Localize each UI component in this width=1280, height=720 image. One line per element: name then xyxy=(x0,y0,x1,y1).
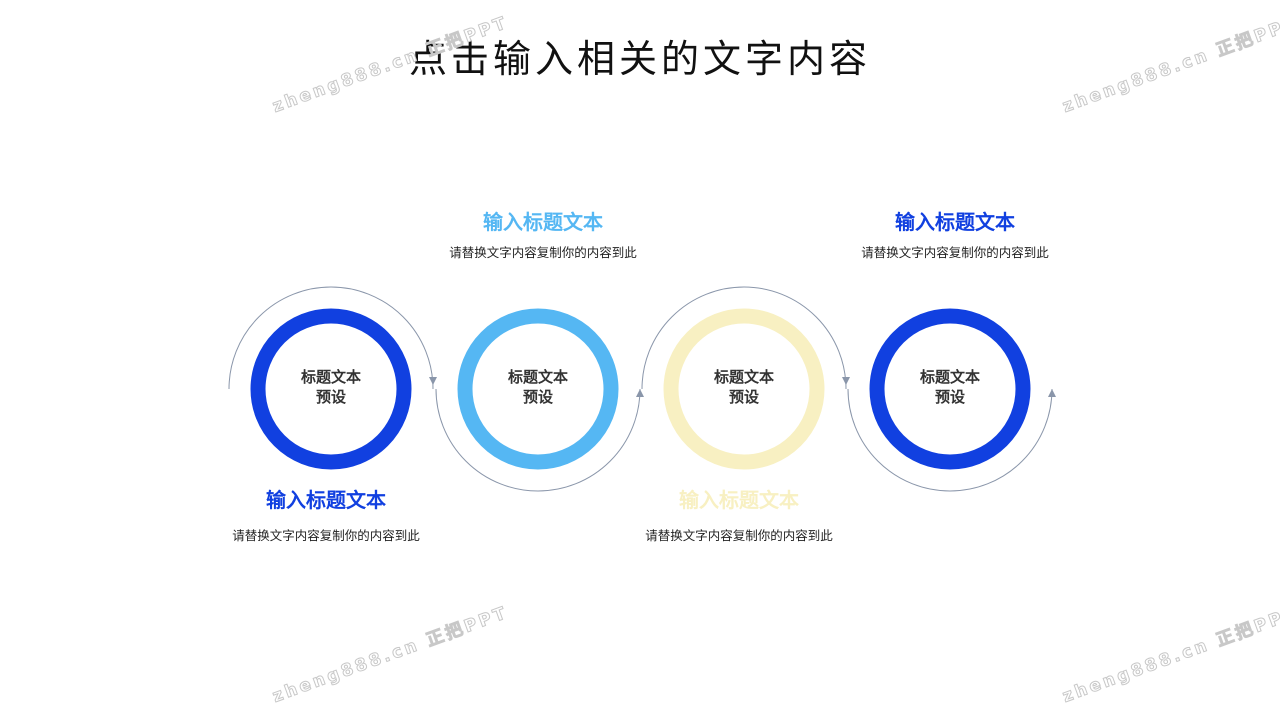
step-label-line1: 标题文本 xyxy=(919,368,980,386)
connector-arc xyxy=(641,286,847,390)
step-heading: 输入标题文本 xyxy=(679,488,799,512)
step-label-line2: 预设 xyxy=(728,388,759,406)
step-description: 请替换文字内容复制你的内容到此 xyxy=(232,528,420,543)
slide-title: 点击输入相关的文字内容 xyxy=(408,37,871,81)
arrow-head-icon xyxy=(1048,389,1056,397)
step-description: 请替换文字内容复制你的内容到此 xyxy=(449,245,637,260)
step-label-line1: 标题文本 xyxy=(507,368,568,386)
step-ring xyxy=(869,308,1031,470)
step-label: 标题文本预设 xyxy=(458,367,618,407)
step-ring xyxy=(457,308,619,470)
step-ring xyxy=(663,308,825,470)
step-label-line2: 预设 xyxy=(315,388,346,406)
step-label: 标题文本预设 xyxy=(664,367,824,407)
step-label-line2: 预设 xyxy=(522,388,553,406)
step-label-line2: 预设 xyxy=(934,388,965,406)
step-label-line1: 标题文本 xyxy=(300,368,361,386)
arrow-head-icon xyxy=(429,377,437,385)
step-ring xyxy=(250,308,412,470)
arrow-head-icon xyxy=(636,389,644,397)
step-label: 标题文本预设 xyxy=(870,367,1030,407)
connector-arc xyxy=(435,388,641,492)
step-heading: 输入标题文本 xyxy=(266,488,386,512)
step-heading: 输入标题文本 xyxy=(895,210,1015,234)
step-heading: 输入标题文本 xyxy=(483,210,603,234)
step-description: 请替换文字内容复制你的内容到此 xyxy=(861,245,1049,260)
step-description: 请替换文字内容复制你的内容到此 xyxy=(645,528,833,543)
connector-arc xyxy=(847,388,1053,492)
step-label: 标题文本预设 xyxy=(251,367,411,407)
arrow-head-icon xyxy=(842,377,850,385)
connector-arc xyxy=(228,286,434,390)
step-label-line1: 标题文本 xyxy=(713,368,774,386)
